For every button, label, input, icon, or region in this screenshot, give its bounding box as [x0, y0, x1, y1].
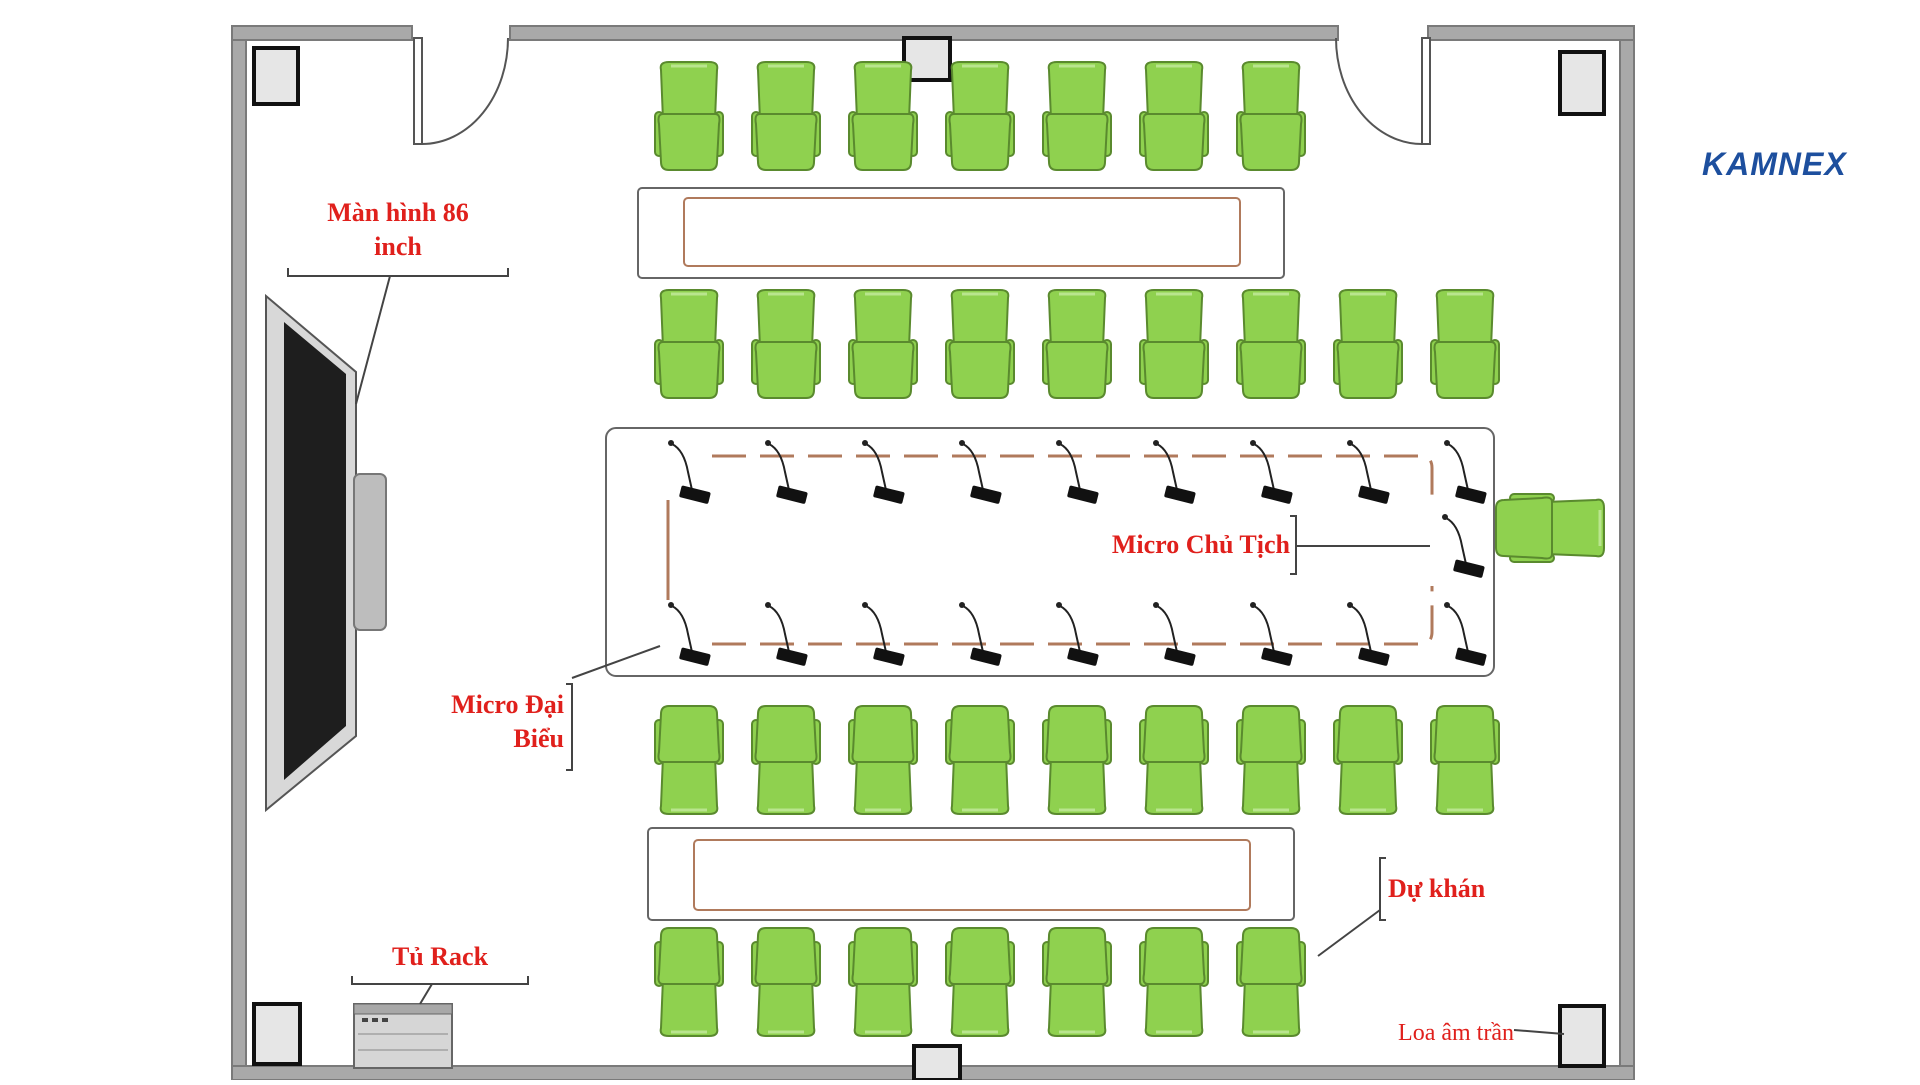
chair-icon	[848, 289, 918, 399]
microphone-icon	[959, 440, 1002, 504]
speaker-icon	[1558, 1004, 1606, 1068]
audience-table-top	[637, 187, 1285, 279]
chairs	[654, 61, 1605, 1037]
chair-icon	[654, 61, 724, 171]
microphone-icon	[1444, 440, 1487, 504]
microphone-icon	[668, 440, 711, 504]
chair-icon	[1236, 705, 1306, 815]
microphone-icon	[1056, 602, 1099, 666]
microphone-icon	[765, 602, 808, 666]
callout-screen	[287, 268, 509, 405]
chair-icon	[848, 927, 918, 1037]
chair-icon	[945, 289, 1015, 399]
chair-icon	[1430, 289, 1500, 399]
microphone-icon	[1153, 602, 1196, 666]
microphone-icon	[1442, 514, 1485, 578]
chair-icon	[848, 61, 918, 171]
rack-cabinet	[353, 1003, 453, 1069]
wall-left	[231, 25, 247, 1081]
kamnex-logo: KAMNEX	[1702, 146, 1847, 182]
label-rack: Tủ Rack	[391, 942, 489, 971]
microphone-icon	[862, 602, 905, 666]
chair-icon	[654, 927, 724, 1037]
microphone-icon	[765, 440, 808, 504]
microphones	[668, 440, 1487, 666]
chair-icon	[945, 61, 1015, 171]
chair-icon	[751, 705, 821, 815]
microphone-icon	[668, 602, 711, 666]
chair-icon	[654, 705, 724, 815]
callout-rack	[351, 976, 529, 1005]
speaker-icon	[252, 1002, 302, 1066]
microphone-icon	[1444, 602, 1487, 666]
label-screen: Màn hình 86 inch	[308, 196, 488, 264]
chair-icon	[751, 927, 821, 1037]
label-audience: Dự khán	[1388, 874, 1486, 903]
chair-icon	[1042, 289, 1112, 399]
microphone-icon	[1347, 440, 1390, 504]
callout-delegate	[566, 645, 661, 771]
chair-icon	[1430, 705, 1500, 815]
ceiling-speakers	[252, 36, 1606, 1082]
speaker-icon	[1558, 50, 1606, 116]
chair-icon	[1236, 289, 1306, 399]
microphone-icon	[1056, 440, 1099, 504]
label-delegate-line2: Biểu	[513, 724, 564, 753]
chair-icon	[1139, 927, 1209, 1037]
label-chairman-mic: Micro Chủ Tịch	[1111, 530, 1290, 559]
wall-right	[1619, 25, 1635, 1081]
door-left	[413, 37, 509, 145]
chair-icon	[1495, 493, 1605, 563]
tv-screen-86-inch	[265, 293, 387, 813]
chair-icon	[654, 289, 724, 399]
callout-lines	[287, 268, 1565, 1035]
chair-icon	[1042, 61, 1112, 171]
callout-audience	[1317, 857, 1386, 957]
chair-icon	[1139, 289, 1209, 399]
door-right	[1335, 37, 1431, 145]
chair-icon	[1236, 61, 1306, 171]
chair-icon	[1042, 927, 1112, 1037]
chair-icon	[848, 705, 918, 815]
chair-icon	[945, 927, 1015, 1037]
microphone-icon	[1250, 440, 1293, 504]
doors	[413, 37, 1431, 145]
chair-icon	[1139, 705, 1209, 815]
chair-icon	[1333, 289, 1403, 399]
chair-icon	[751, 289, 821, 399]
microphone-icon	[1250, 602, 1293, 666]
label-ceiling-speaker: Loa âm trần	[1398, 1020, 1514, 1046]
audience-table-bottom	[647, 827, 1295, 921]
wall-top-left	[231, 25, 413, 41]
microphone-icon	[959, 602, 1002, 666]
chair-icon	[751, 61, 821, 171]
chair-icon	[945, 705, 1015, 815]
speaker-icon	[912, 1044, 962, 1082]
label-screen-line1: Màn hình 86	[327, 198, 469, 227]
callout-chairman	[1290, 515, 1430, 575]
microphone-icon	[1153, 440, 1196, 504]
chair-icon	[1139, 61, 1209, 171]
audience-tables	[637, 187, 1295, 921]
microphone-icon	[862, 440, 905, 504]
label-delegate-line1: Micro Đại	[451, 690, 564, 719]
chair-icon	[1236, 927, 1306, 1037]
chair-icon	[1333, 705, 1403, 815]
label-screen-line2: inch	[374, 232, 422, 261]
microphone-icon	[1347, 602, 1390, 666]
callout-speaker	[1513, 1029, 1565, 1035]
wall-top-right	[1427, 25, 1635, 41]
label-delegate-mic: Micro Đại Biểu	[424, 688, 564, 756]
conference-table	[605, 427, 1495, 677]
speaker-icon	[252, 46, 300, 106]
chair-icon	[1042, 705, 1112, 815]
